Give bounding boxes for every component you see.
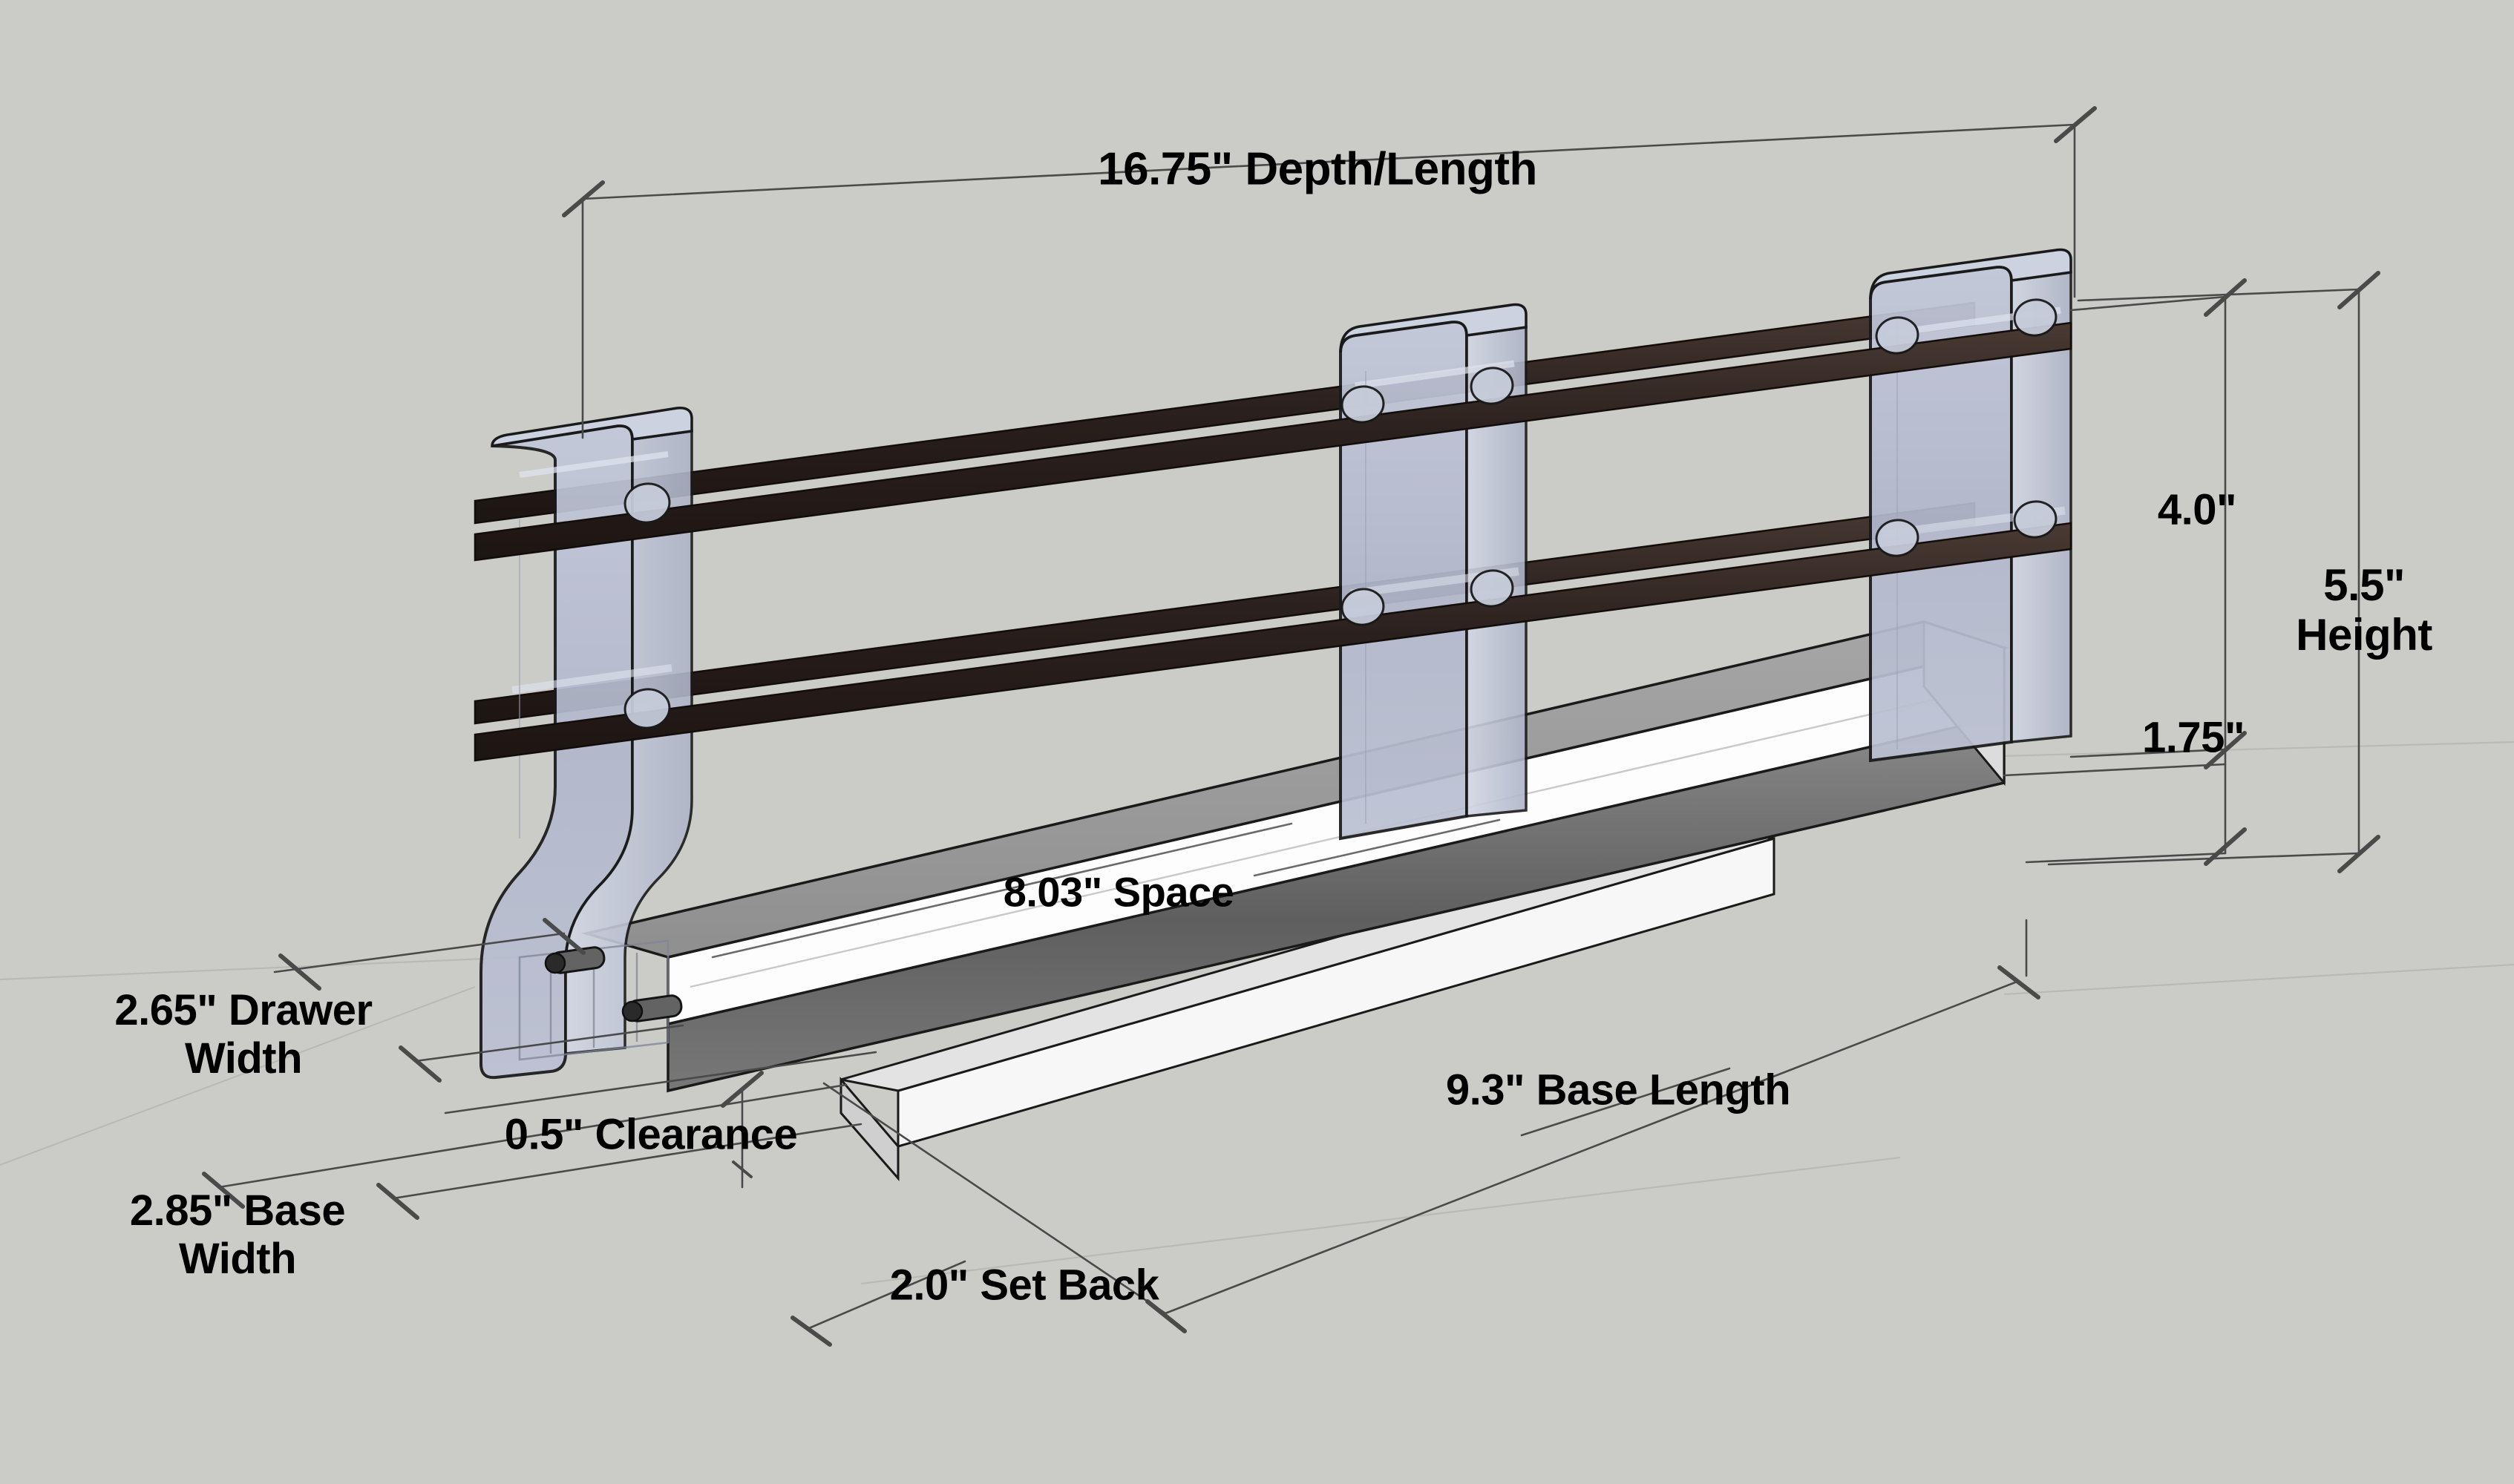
left-bracket-foot-detail — [518, 939, 670, 1061]
dimline-total-height — [2047, 271, 2380, 873]
shelf-board — [581, 620, 2009, 1093]
dimension-label-depth-length: 16.75" Depth/Length — [1098, 143, 1537, 195]
rail-collars — [623, 298, 2058, 729]
dimension-label-total-height: 5.5"Height — [2296, 559, 2432, 660]
dimension-lines — [202, 106, 2380, 1347]
dimension-label-base-length: 9.3" Base Length — [1445, 1066, 1791, 1114]
mounting-screws — [544, 946, 683, 1022]
dimline-shelf-height — [2003, 748, 2247, 866]
dimension-label-clearance: 0.5" Clearance — [504, 1110, 798, 1159]
dimline-set-back — [790, 1082, 1187, 1347]
dimension-label-space: 8.03" Space — [1003, 868, 1234, 916]
dimline-clearance — [444, 1051, 877, 1189]
rails-front-pair — [474, 321, 2072, 762]
dimension-label-shelf-height: 1.75" — [2142, 713, 2245, 762]
dimline-depth-length — [562, 106, 2097, 439]
ground-construction-lines — [0, 741, 2514, 1285]
dimline-base-length — [1164, 919, 2040, 1315]
dimension-label-set-back: 2.0" Set Back — [889, 1261, 1159, 1310]
dimline-drawer-width — [273, 918, 684, 1083]
dimline-space — [711, 818, 1501, 959]
dimension-label-upper-height: 4.0" — [2157, 485, 2237, 534]
left-end-bracket — [479, 407, 693, 1080]
